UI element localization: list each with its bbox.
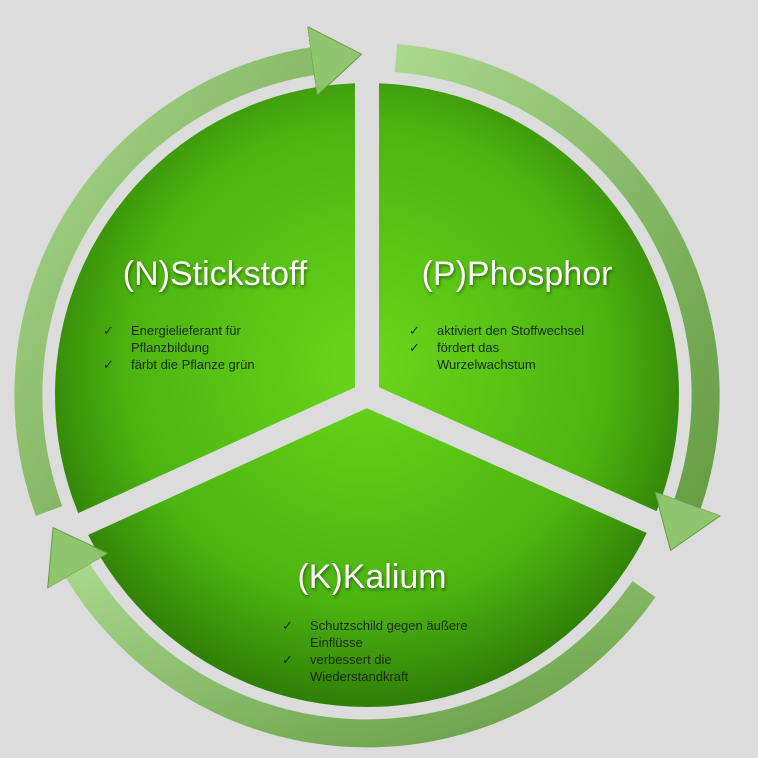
arrow-k-to-n xyxy=(74,564,656,748)
segment-title-n: (N)Stickstoff xyxy=(122,255,308,293)
arrow-p-to-k xyxy=(394,44,706,511)
segment-gaps xyxy=(65,70,670,541)
segment-title-k: (K)Kalium xyxy=(297,558,447,596)
bullet-item: fördert das Wurzelwachstum xyxy=(409,339,557,373)
bullet-item: Energielieferant für Pflanzbildung xyxy=(103,322,303,356)
bullet-item: färbt die Pflanze grün xyxy=(103,356,303,373)
bullet-item: verbessert die Wiederstandkraft xyxy=(282,651,440,685)
bullet-item: aktiviert den Stoffwechsel xyxy=(409,322,619,339)
segment-bullets-k: Schutzschild gegen äußere Einflüsse verb… xyxy=(282,617,502,685)
arrow-n-to-p xyxy=(14,60,320,516)
bullet-item: Schutzschild gegen äußere Einflüsse xyxy=(282,617,502,651)
segment-title-p: (P)Phosphor xyxy=(421,255,613,293)
segment-bullets-n: Energielieferant für Pflanzbildung färbt… xyxy=(103,322,303,373)
segment-bullets-p: aktiviert den Stoffwechsel fördert das W… xyxy=(409,322,619,373)
